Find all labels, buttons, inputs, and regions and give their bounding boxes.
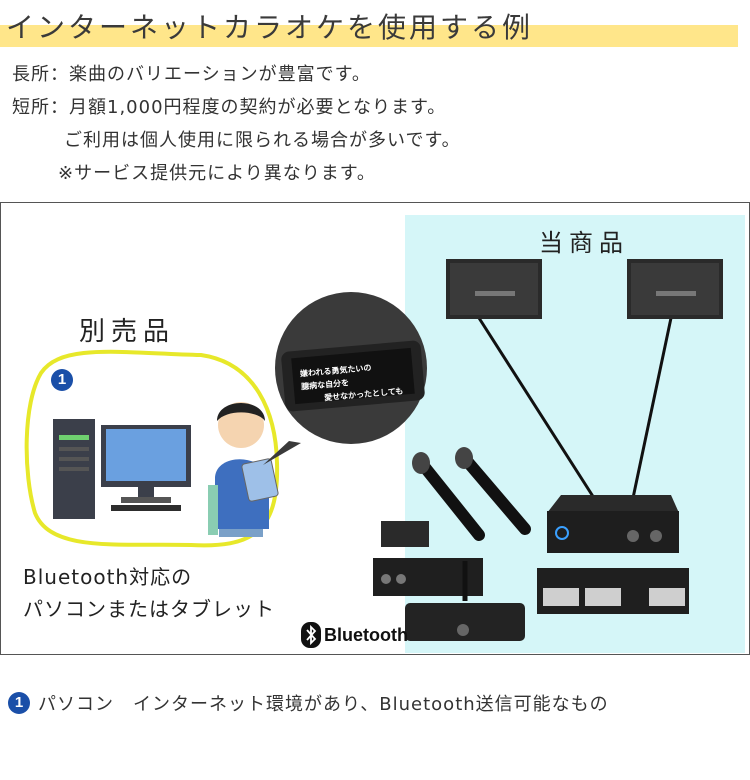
monitor bbox=[101, 425, 191, 511]
pc-tower bbox=[53, 419, 95, 519]
cons-text: 短所：月額1,000円程度の契約が必要となります。 bbox=[12, 97, 447, 118]
title-highlight bbox=[0, 25, 738, 47]
usage-diagram: 当商品 別売品 bbox=[0, 202, 750, 655]
bluetooth-icon bbox=[301, 622, 321, 648]
footnote-marker-badge: 1 bbox=[8, 692, 30, 714]
power-amp bbox=[537, 568, 689, 614]
pros-text: 長所：楽曲のバリエーションが豊富です。 bbox=[12, 64, 371, 85]
our-product-label: 当商品 bbox=[539, 229, 629, 257]
bluetooth-transmitter bbox=[405, 561, 525, 641]
cons-note-1: ご利用は個人使用に限られる場合が多いです。 bbox=[64, 130, 461, 151]
marker-1-badge: 1 bbox=[51, 369, 73, 391]
cons-note-2: ※サービス提供元により異なります。 bbox=[58, 163, 376, 184]
footnote-text: パソコン インターネット環境があり、Bluetooth送信可能なもの bbox=[38, 694, 609, 715]
device-caption-line-1: Bluetooth対応の bbox=[23, 565, 193, 589]
diagram-illustration bbox=[24, 259, 723, 641]
speaker-right bbox=[627, 259, 723, 319]
page-title: インターネットカラオケを使用する例 bbox=[6, 11, 534, 44]
person-with-tablet bbox=[208, 402, 279, 537]
lyrics-phone-zoom bbox=[263, 292, 427, 465]
device-caption-line-2: パソコンまたはタブレット bbox=[23, 597, 275, 621]
sold-separately-label: 別売品 bbox=[79, 317, 176, 347]
title-block: インターネットカラオケを使用する例 bbox=[0, 4, 750, 48]
microphone-left bbox=[412, 452, 485, 541]
microphone-right bbox=[455, 447, 531, 535]
bluetooth-logo: Bluetooth bbox=[301, 621, 408, 649]
bluetooth-logo-text: Bluetooth bbox=[324, 624, 408, 645]
mixer-amp bbox=[547, 495, 679, 553]
speaker-left bbox=[446, 259, 542, 319]
